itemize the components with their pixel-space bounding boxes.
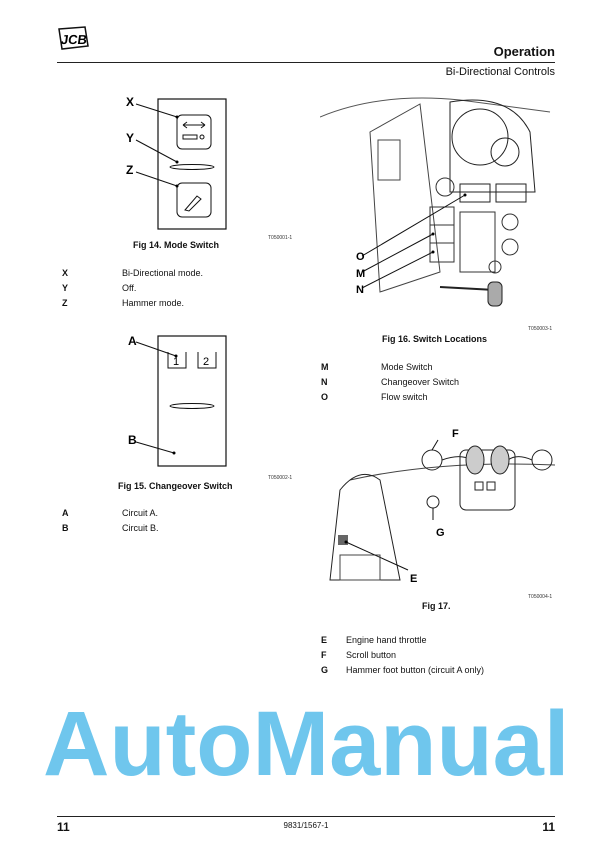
label-n: N bbox=[356, 284, 364, 296]
header-divider bbox=[57, 62, 555, 63]
label-z: Z bbox=[126, 163, 133, 177]
label-b: B bbox=[128, 433, 137, 447]
watermark: AutoManual bbox=[43, 693, 570, 795]
fig14-caption: Fig 14. Mode Switch bbox=[133, 240, 220, 250]
fig15-ref: T050002-1 bbox=[268, 475, 293, 481]
page-number-right: 11 bbox=[542, 820, 555, 834]
label-y: Y bbox=[126, 131, 134, 145]
label-x: X bbox=[126, 95, 134, 109]
fig16-caption: Fig 16. Switch Locations bbox=[382, 334, 488, 344]
fig14-ref: T050001-1 bbox=[268, 235, 293, 241]
fig15-caption: Fig 15. Changeover Switch bbox=[118, 481, 233, 491]
label-o: O bbox=[356, 251, 365, 263]
document-number: 9831/1567-1 bbox=[283, 821, 329, 830]
fig15-changeover-switch-drawing: 1 2 A B bbox=[128, 334, 227, 467]
fig17-cab-drawing: F G E bbox=[329, 428, 556, 585]
key-2: 2 bbox=[203, 356, 209, 368]
label-f: F bbox=[452, 428, 459, 440]
footer-divider bbox=[57, 816, 555, 817]
fig16-dashboard-drawing: O M N bbox=[320, 97, 551, 307]
fig17-caption: Fig 17. bbox=[422, 601, 451, 611]
page-number-left: 11 bbox=[57, 820, 70, 834]
svg-text:JCB: JCB bbox=[60, 32, 88, 47]
jcb-logo: JCB bbox=[57, 26, 89, 55]
label-g: G bbox=[436, 527, 445, 539]
section-title: Operation bbox=[493, 44, 555, 59]
label-a: A bbox=[128, 334, 137, 348]
fig16-ref: T050003-1 bbox=[528, 326, 553, 332]
key-1: 1 bbox=[173, 356, 179, 368]
fig17-ref: T050004-1 bbox=[528, 594, 553, 600]
label-m: M bbox=[356, 268, 365, 280]
subsection-title: Bi-Directional Controls bbox=[445, 66, 555, 78]
fig14-mode-switch-drawing: X Y Z bbox=[126, 95, 227, 230]
label-e: E bbox=[410, 573, 417, 585]
